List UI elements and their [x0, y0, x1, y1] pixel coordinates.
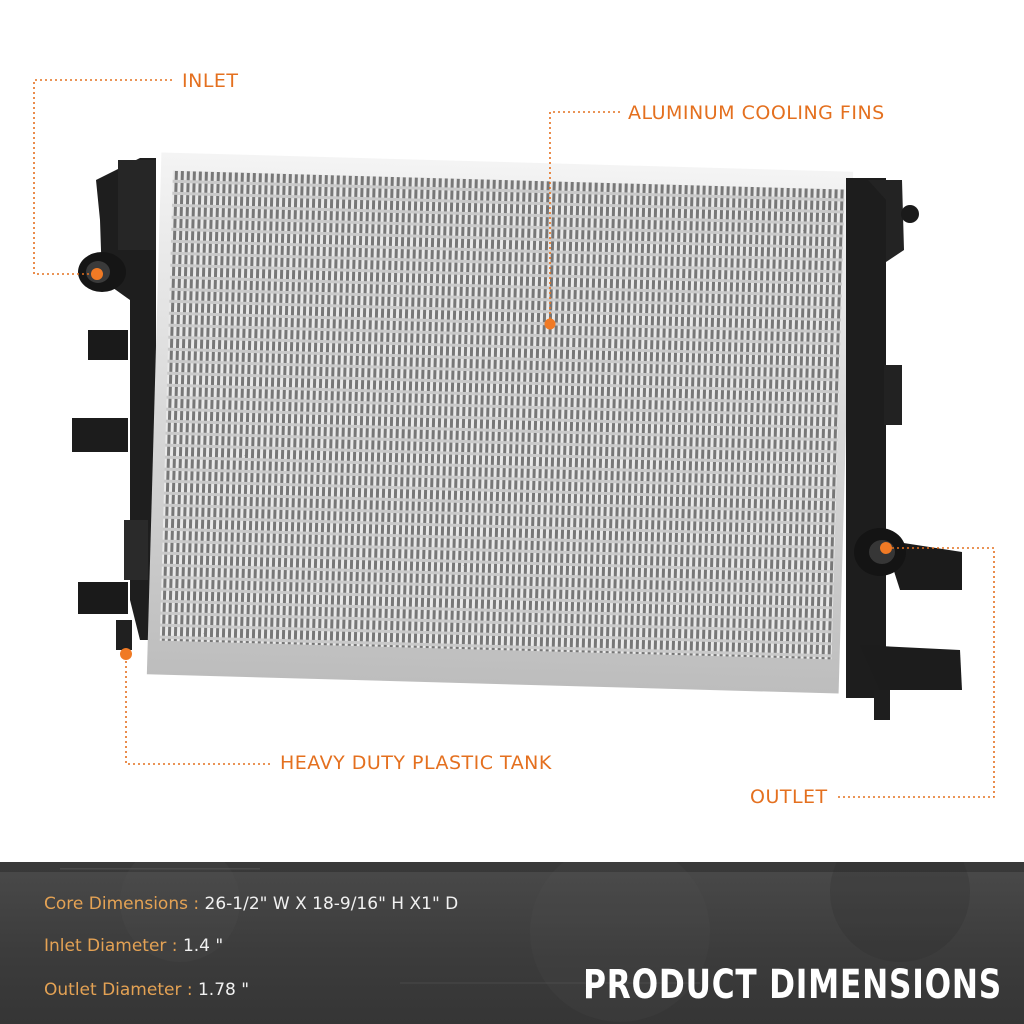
spec-inlet-diameter: Inlet Diameter : 1.4 "	[44, 936, 224, 956]
spec-outlet-diameter: Outlet Diameter : 1.78 "	[44, 980, 250, 1000]
spec-label: Inlet Diameter	[44, 936, 167, 956]
outlet-marker	[880, 542, 892, 554]
cooling-fins	[159, 170, 845, 660]
texture-overlay	[0, 862, 1024, 1022]
spec-value: 1.78 "	[197, 980, 250, 1000]
spec-value: 1.4 "	[182, 936, 224, 956]
left-tank	[72, 158, 156, 650]
inlet-callout: INLET	[182, 70, 239, 92]
dimensions-panel: Core Dimensions : 26-1/2" W X 18-9/16" H…	[0, 862, 1024, 1024]
spec-value: 26-1/2" W X 18-9/16" H X1" D	[204, 894, 459, 914]
leader-lines	[33, 79, 995, 798]
panel-title: PRODUCT DIMENSIONS	[583, 962, 1002, 1008]
spec-label: Core Dimensions	[44, 894, 188, 914]
tank-callout: HEAVY DUTY PLASTIC TANK	[280, 752, 552, 774]
inlet-marker	[91, 268, 103, 280]
tank-marker	[120, 648, 132, 660]
fins-marker	[544, 318, 556, 330]
fins-callout: ALUMINUM COOLING FINS	[628, 102, 885, 124]
spec-label: Outlet Diameter	[44, 980, 187, 1000]
right-tank	[846, 178, 962, 720]
spec-core-dimensions: Core Dimensions : 26-1/2" W X 18-9/16" H…	[44, 894, 459, 914]
outlet-callout: OUTLET	[750, 786, 828, 808]
